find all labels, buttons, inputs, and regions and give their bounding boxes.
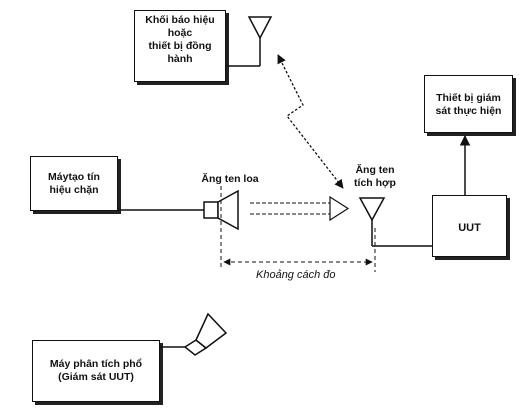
- radiation-arrow: [250, 195, 350, 222]
- generator-line-2: hiệu chặn: [49, 184, 99, 196]
- companion-line-4: hành: [167, 53, 193, 65]
- horn-antenna-icon: [203, 189, 239, 231]
- integrated-antenna-line-2: tích hợp: [354, 177, 396, 189]
- signal-generator-label: Máytạo tín hiệu chặn: [30, 171, 118, 197]
- companion-line-2: hoặc: [167, 27, 193, 39]
- spectrum-analyzer-label: Máy phân tích phổ (Giám sát UUT): [32, 358, 160, 384]
- companion-device-box: [134, 10, 226, 82]
- signal-generator-box: [30, 156, 118, 211]
- companion-line-3: thiết bị đồng: [148, 40, 212, 52]
- monitor-line-2: sát thực hiện: [435, 105, 502, 117]
- analyzer-horn-icon: [160, 312, 228, 356]
- monitor-line-1: Thiết bị giám: [436, 92, 501, 104]
- performance-monitor-box: [424, 75, 513, 133]
- integrated-antenna-line-1: Ăng ten: [355, 164, 395, 176]
- companion-antenna-icon: [247, 16, 273, 66]
- analyzer-line-2: (Giám sát UUT): [58, 371, 134, 383]
- wireless-link-arrow: [277, 54, 344, 189]
- integrated-antenna-icon: [358, 197, 432, 247]
- measurement-distance-label: Khoảng cách đo: [256, 269, 336, 281]
- uut-box: [432, 195, 507, 257]
- performance-monitor-label: Thiết bị giám sát thực hiện: [424, 92, 513, 118]
- uut-label: UUT: [458, 222, 481, 234]
- integrated-antenna-label: Ăng ten tích hợp: [345, 164, 405, 190]
- generator-line-1: Máytạo tín: [48, 171, 100, 183]
- companion-device-label: Khối báo hiệu hoặc thiết bị đồng hành: [134, 14, 226, 66]
- companion-line-1: Khối báo hiệu: [145, 14, 215, 26]
- spectrum-analyzer-box: [32, 340, 160, 402]
- analyzer-line-1: Máy phân tích phổ: [49, 358, 143, 370]
- horn-antenna-label: Ăng ten loa: [201, 173, 259, 185]
